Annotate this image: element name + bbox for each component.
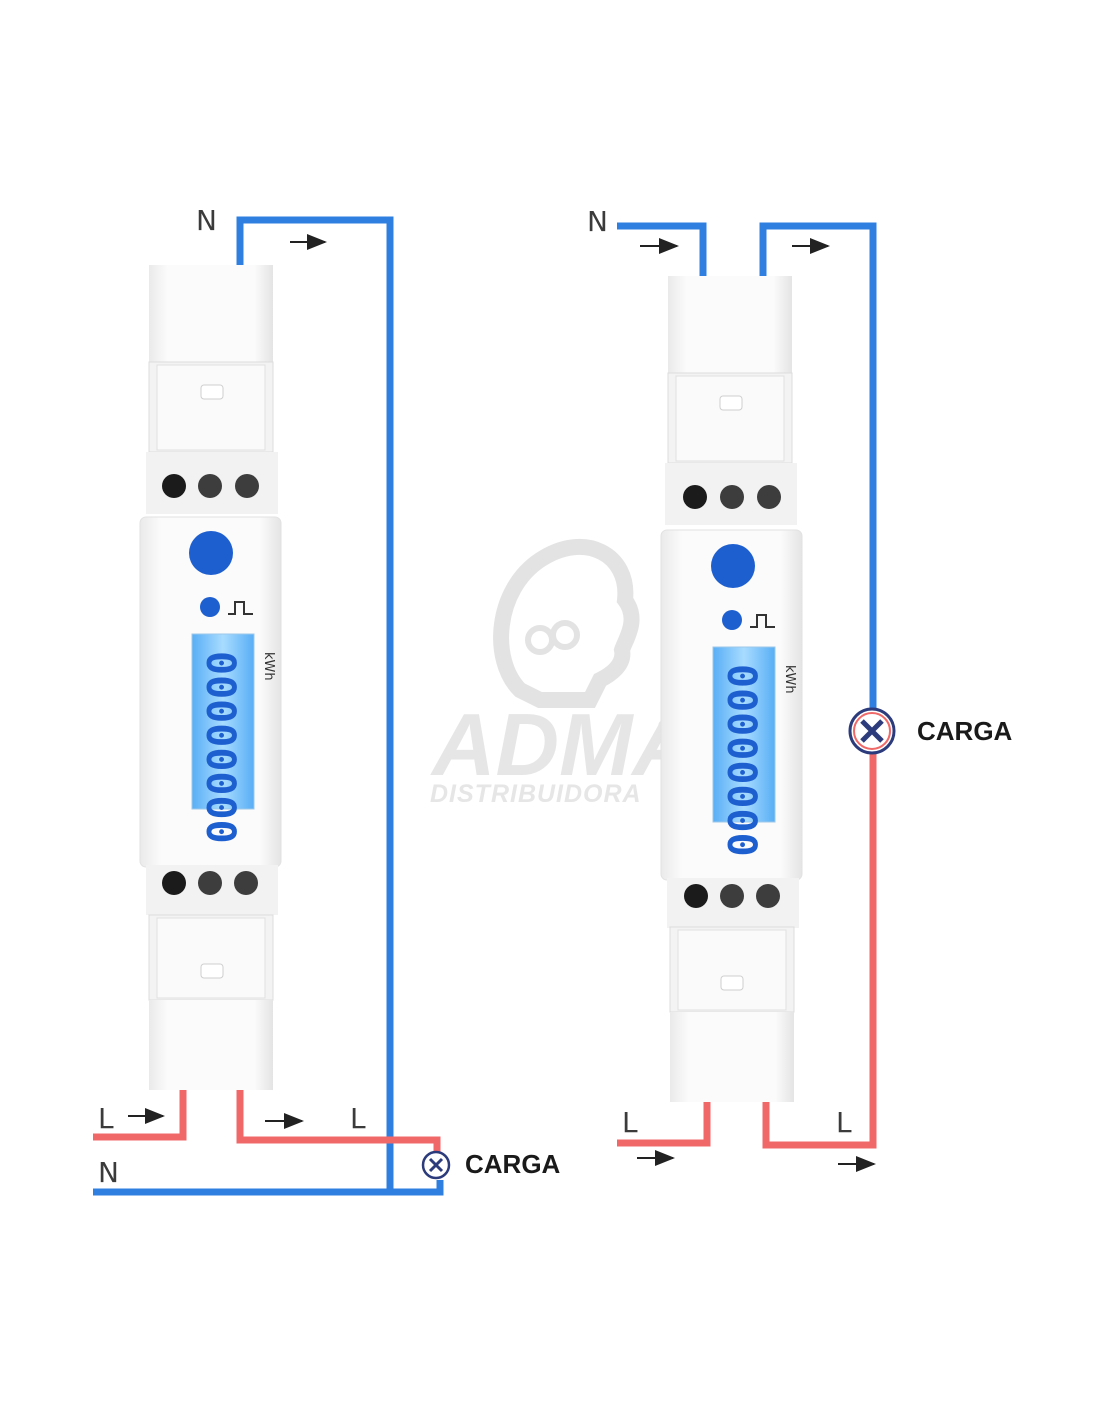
left-diagram: N L L N CARGA 00000000 kWh bbox=[93, 204, 561, 1196]
watermark-brand: ADMA bbox=[430, 695, 696, 794]
left-neutral-bottom-label: N bbox=[98, 1156, 119, 1189]
left-terminal-screw-icon bbox=[198, 871, 222, 895]
right-load-label: CARGA bbox=[917, 716, 1013, 746]
bulb-head-logo-icon bbox=[493, 538, 640, 708]
left-terminal-screw-icon bbox=[162, 474, 186, 498]
right-neutral-in-label: N bbox=[587, 205, 608, 238]
left-line-wire bbox=[93, 1090, 441, 1152]
right-terminal-screw-icon bbox=[756, 884, 780, 908]
right-load-symbol-icon bbox=[848, 707, 896, 755]
left-neutral-top-label: N bbox=[196, 204, 217, 237]
left-pulse-led-icon bbox=[200, 597, 220, 617]
left-line-out-label: L bbox=[350, 1102, 366, 1135]
left-lcd-digits: 00000000 bbox=[197, 651, 243, 844]
left-lcd-display bbox=[191, 633, 255, 810]
left-terminal-screw-icon bbox=[162, 871, 186, 895]
right-terminal-screw-icon bbox=[720, 485, 744, 509]
right-terminal-screw-icon bbox=[683, 485, 707, 509]
left-kwh-label: kWh bbox=[261, 652, 276, 681]
right-kwh-label: kWh bbox=[782, 665, 797, 694]
right-lcd-digits: 00000000 bbox=[718, 664, 764, 857]
left-neutral-wire bbox=[93, 216, 444, 1196]
right-terminal-screw-icon bbox=[720, 884, 744, 908]
left-terminal-screw-icon bbox=[198, 474, 222, 498]
left-energy-meter: 00000000 kWh bbox=[139, 265, 282, 1090]
left-line-in-label: L bbox=[98, 1102, 114, 1135]
left-terminal-screw-icon bbox=[235, 474, 259, 498]
right-pulse-symbol-icon bbox=[750, 614, 775, 628]
watermark-subtitle: DISTRIBUIDORA bbox=[430, 780, 642, 808]
right-lcd-display bbox=[712, 646, 776, 823]
watermark: ADMA ® DISTRIBUIDORA bbox=[430, 538, 696, 808]
right-pulse-led-icon bbox=[722, 610, 742, 630]
right-energy-meter: 00000000 kWh bbox=[660, 276, 803, 1102]
right-terminal-screw-icon bbox=[684, 884, 708, 908]
right-diagram: N L L CARGA 00000000 kWh bbox=[587, 205, 1013, 1172]
left-load-label: CARGA bbox=[465, 1149, 561, 1179]
left-terminal-screw-icon bbox=[234, 871, 258, 895]
right-line-wire bbox=[617, 752, 877, 1149]
right-terminal-screw-icon bbox=[757, 485, 781, 509]
left-meter-button[interactable] bbox=[189, 531, 233, 575]
right-meter-button[interactable] bbox=[711, 544, 755, 588]
left-pulse-symbol-icon bbox=[228, 601, 253, 615]
right-neutral-wire bbox=[617, 222, 877, 710]
right-line-in-label: L bbox=[622, 1106, 638, 1139]
right-line-out-label: L bbox=[836, 1106, 852, 1139]
left-load-symbol-icon bbox=[421, 1150, 451, 1180]
